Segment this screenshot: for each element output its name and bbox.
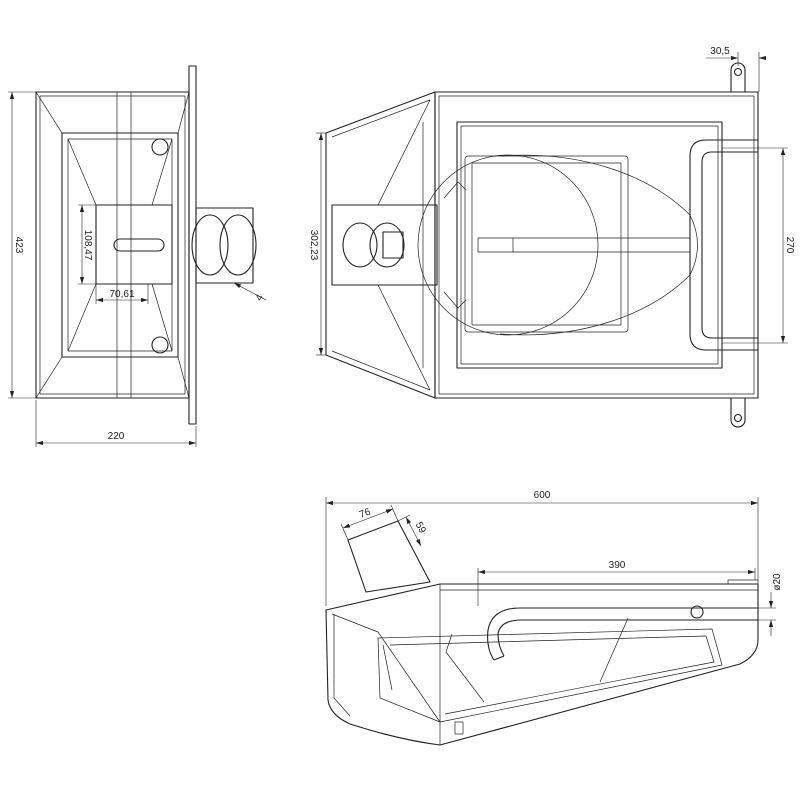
rotor-bar <box>477 237 691 253</box>
outlet-pipe-end <box>342 222 378 268</box>
hopper-inner-edge <box>331 350 431 391</box>
hopper-corner-edge <box>35 91 63 134</box>
dimension-width: 220 <box>35 400 197 447</box>
hopper-outline <box>325 91 436 399</box>
side-view: 600 76 59 390 ø20 <box>325 490 783 746</box>
dimension-chute-width: 70,61 <box>95 284 149 304</box>
mounting-lug <box>730 398 746 428</box>
mounting-lug <box>730 62 746 92</box>
front-view: 423 108,47 70,61 4 220 <box>8 65 267 447</box>
chute-taper-edge <box>67 138 97 206</box>
dimension-handle-span: 270 <box>722 147 795 344</box>
hopper-inner-edge <box>331 613 441 723</box>
chute-taper-edge <box>67 283 97 352</box>
chute-outline <box>95 204 173 285</box>
dimension-label: 220 <box>108 431 125 442</box>
handle-rod-end <box>493 655 505 661</box>
housing-inner <box>39 95 186 395</box>
box-opening <box>456 121 723 369</box>
dimension-label: 76 <box>358 506 373 520</box>
support-rod <box>382 644 393 691</box>
chute-taper-edge <box>151 138 173 206</box>
dimension-chute-side: 76 <box>340 504 399 541</box>
hopper-taper-line <box>377 99 431 206</box>
dimension-chute-height: 108,47 <box>78 204 96 285</box>
hopper-opening <box>61 132 179 358</box>
dimension-label: 70,61 <box>109 289 134 300</box>
dimension-label: ø20 <box>772 573 783 591</box>
adjustment-slot <box>113 238 165 252</box>
tray-inner-edge <box>389 635 715 715</box>
bolt-hole <box>151 138 169 156</box>
bolt-hole <box>151 336 169 354</box>
latch-detail <box>454 721 464 735</box>
body-profile <box>325 583 759 746</box>
hopper-corner-edge <box>177 356 190 399</box>
hopper-inner-edge <box>331 99 431 138</box>
weld-label: 4 <box>254 292 267 302</box>
rotor-circle <box>417 154 599 336</box>
chute-taper-edge <box>151 283 173 352</box>
support-rod <box>599 617 629 683</box>
outlet-pipe-end <box>369 222 405 268</box>
dimension-label: 600 <box>534 490 551 501</box>
dimension-label: 59 <box>413 520 428 535</box>
support-rod <box>445 633 485 703</box>
box-opening-lip <box>460 125 719 365</box>
box-outer <box>434 91 759 399</box>
box-inner-wall <box>438 95 755 395</box>
handle-rod-inner <box>497 619 758 657</box>
hopper-inner-edge <box>333 614 351 717</box>
handle-inner <box>701 151 758 339</box>
dimension-label: 108,47 <box>82 230 93 261</box>
hopper-corner-edge <box>35 356 63 399</box>
tray-clip <box>443 291 467 309</box>
dimension-label: 390 <box>609 560 626 571</box>
dimension-lug-offset: 30,5 <box>706 46 766 92</box>
dimension-rod-diameter: ø20 <box>740 573 783 636</box>
handle-rod-outer <box>487 607 758 661</box>
tray-outline <box>464 155 629 333</box>
dimension-label: 302,23 <box>308 230 319 261</box>
housing-outer <box>35 91 190 399</box>
hopper-taper-line <box>377 284 431 391</box>
extension-line <box>390 504 399 522</box>
dimension-label: 270 <box>784 237 795 254</box>
leader-line <box>233 282 267 301</box>
lug-hole <box>733 413 743 423</box>
outlet-housing <box>195 207 254 284</box>
dimension-line <box>405 516 422 547</box>
dimension-chute-top: 59 <box>397 514 428 547</box>
rim-detail <box>727 579 759 585</box>
outlet-pipe-end <box>219 214 257 276</box>
tray-clip <box>443 181 467 199</box>
pivot-hole <box>690 605 704 619</box>
chute-outline <box>331 204 438 286</box>
lug-hole <box>733 67 743 77</box>
top-view: 302,23 270 30,5 <box>308 46 795 428</box>
outlet-insert <box>382 231 404 259</box>
outlet-pipe-end <box>191 214 229 276</box>
dimension-hopper-width: 302,23 <box>308 132 326 356</box>
dimension-line <box>342 508 394 529</box>
dimension-height: 423 <box>8 91 36 399</box>
handle-outer <box>689 139 758 351</box>
dimension-label: 30,5 <box>710 46 730 57</box>
tray-outline <box>377 628 723 723</box>
dimension-rod-length: 390 <box>477 560 756 606</box>
weld-leader: 4 <box>233 282 267 303</box>
dimension-label: 423 <box>13 237 24 254</box>
extension-line <box>397 514 411 522</box>
extension-line <box>340 523 349 541</box>
dimension-length: 600 <box>325 490 759 606</box>
cam-outline <box>499 154 698 336</box>
hopper-corner-edge <box>177 91 190 134</box>
tray-inner <box>471 162 622 326</box>
